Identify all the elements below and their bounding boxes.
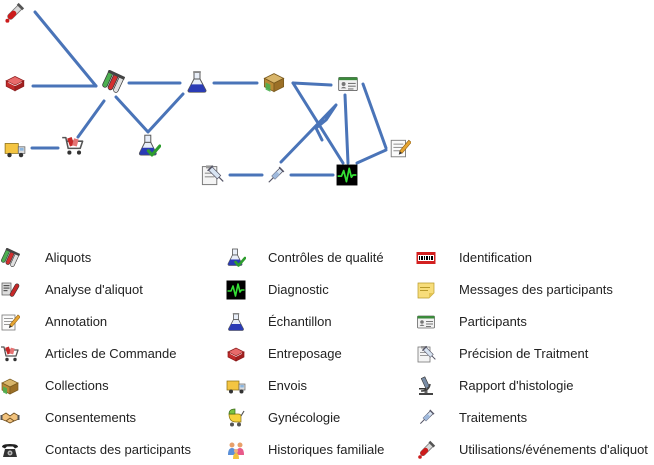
legend-item: Participants (416, 312, 527, 332)
node-collections-icon[interactable] (264, 74, 283, 92)
legend-item: Gynécologie (226, 408, 340, 428)
legend-item: Collections (0, 376, 109, 396)
legend-item: Aliquots (0, 248, 91, 268)
flask-check-icon (226, 248, 246, 268)
shipping-truck-icon (226, 376, 246, 396)
node-traitements-icon[interactable] (266, 167, 284, 185)
legend-item: Articles de Commande (0, 344, 177, 364)
node-utilisation-icon[interactable] (5, 3, 24, 23)
edge-traitements-participants (279, 103, 338, 164)
node-annotation-icon[interactable] (391, 140, 411, 157)
node-diagnostic-icon[interactable] (337, 165, 358, 186)
legend-label: Contrôles de qualité (268, 250, 384, 265)
node-participants-icon[interactable] (339, 77, 358, 90)
microscope-icon (416, 376, 436, 396)
clipboard-syringe-icon (416, 344, 436, 364)
legend-item: Échantillon (226, 312, 332, 332)
legend-label: Contacts des participants (45, 442, 191, 457)
edge-diagnostic-annotation (355, 148, 388, 165)
telephone-icon (0, 440, 20, 460)
syringe-icon (416, 408, 436, 428)
node-aliquots-icon[interactable] (101, 69, 125, 93)
shopping-cart-icon (0, 344, 20, 364)
legend-label: Traitements (459, 410, 528, 425)
entity-relationship-diagram (0, 0, 654, 215)
notepad-pencil-icon (0, 312, 20, 332)
storage-box-icon (226, 344, 246, 364)
legend-label: Identification (459, 250, 532, 265)
diagram-nodes (5, 3, 411, 186)
legend-label: Échantillon (268, 314, 332, 329)
node-echantillon-icon[interactable] (188, 71, 206, 92)
node-entreposage-icon[interactable] (6, 76, 24, 90)
legend-label: Envois (268, 378, 308, 393)
legend-label: Participants (459, 314, 527, 329)
sticky-note-icon (416, 280, 436, 300)
legend-item: Consentements (0, 408, 136, 428)
edge-participants-diagnostic (343, 93, 350, 165)
edge-articles-aliquots (76, 99, 106, 139)
node-precision-icon[interactable] (202, 165, 225, 184)
edge-aliquots-controles-echantillon (114, 92, 185, 134)
barcode-label-icon (416, 248, 436, 268)
legend-label: Utilisations/événements d'aliquot (459, 442, 648, 457)
legend-label: Historiques familiale (268, 442, 385, 457)
heartbeat-monitor-icon (226, 280, 246, 300)
edge-collections-participants (291, 81, 333, 87)
legend-label: Analyse d'aliquot (45, 282, 143, 297)
legend-item: Traitements (416, 408, 527, 428)
edge-participants-annotation (361, 82, 388, 150)
legend-label: Entreposage (268, 346, 342, 361)
legend-item: Précision de Traitment (416, 344, 588, 364)
legend-item: Rapport d'histologie (416, 376, 574, 396)
edge-utilisation-aliquots (33, 10, 98, 88)
test-tube-red-icon (416, 440, 436, 460)
legend-label: Aliquots (45, 250, 92, 265)
node-envois-icon[interactable] (5, 144, 25, 158)
legend-label: Diagnostic (268, 282, 329, 297)
collection-box-icon (0, 376, 20, 396)
legend-item: Utilisations/événements d'aliquot (416, 440, 648, 460)
legend-label: Articles de Commande (45, 346, 177, 361)
flask-blue-icon (226, 312, 246, 332)
legend-label: Rapport d'histologie (459, 378, 574, 393)
handshake-icon (0, 408, 20, 428)
legend-item: Analyse d'aliquot (0, 280, 143, 300)
legend-label: Précision de Traitment (459, 346, 589, 361)
aliquot-tubes-icon (0, 248, 20, 268)
id-card-icon (416, 312, 436, 332)
legend-item: Envois (226, 376, 307, 396)
legend-item: Contrôles de qualité (226, 248, 384, 268)
legend-item: Identification (416, 248, 532, 268)
legend-item: Annotation (0, 312, 107, 332)
legend-label: Gynécologie (268, 410, 341, 425)
legend-label: Consentements (45, 410, 137, 425)
diagram-edges (30, 10, 388, 177)
legend-label: Annotation (45, 314, 108, 329)
legend-item: Diagnostic (226, 280, 329, 300)
family-icon (226, 440, 246, 460)
node-articles-icon[interactable] (62, 137, 82, 155)
legend-item: Contacts des participants (0, 440, 191, 460)
aliquot-analysis-icon (0, 280, 20, 300)
stroller-icon (226, 408, 246, 428)
legend-label: Collections (45, 378, 109, 393)
legend-item: Historiques familiale (226, 440, 384, 460)
legend-label: Messages des participants (459, 282, 613, 297)
legend-item: Entreposage (226, 344, 342, 364)
node-controles-icon[interactable] (139, 135, 159, 155)
legend-item: Messages des participants (416, 280, 613, 300)
